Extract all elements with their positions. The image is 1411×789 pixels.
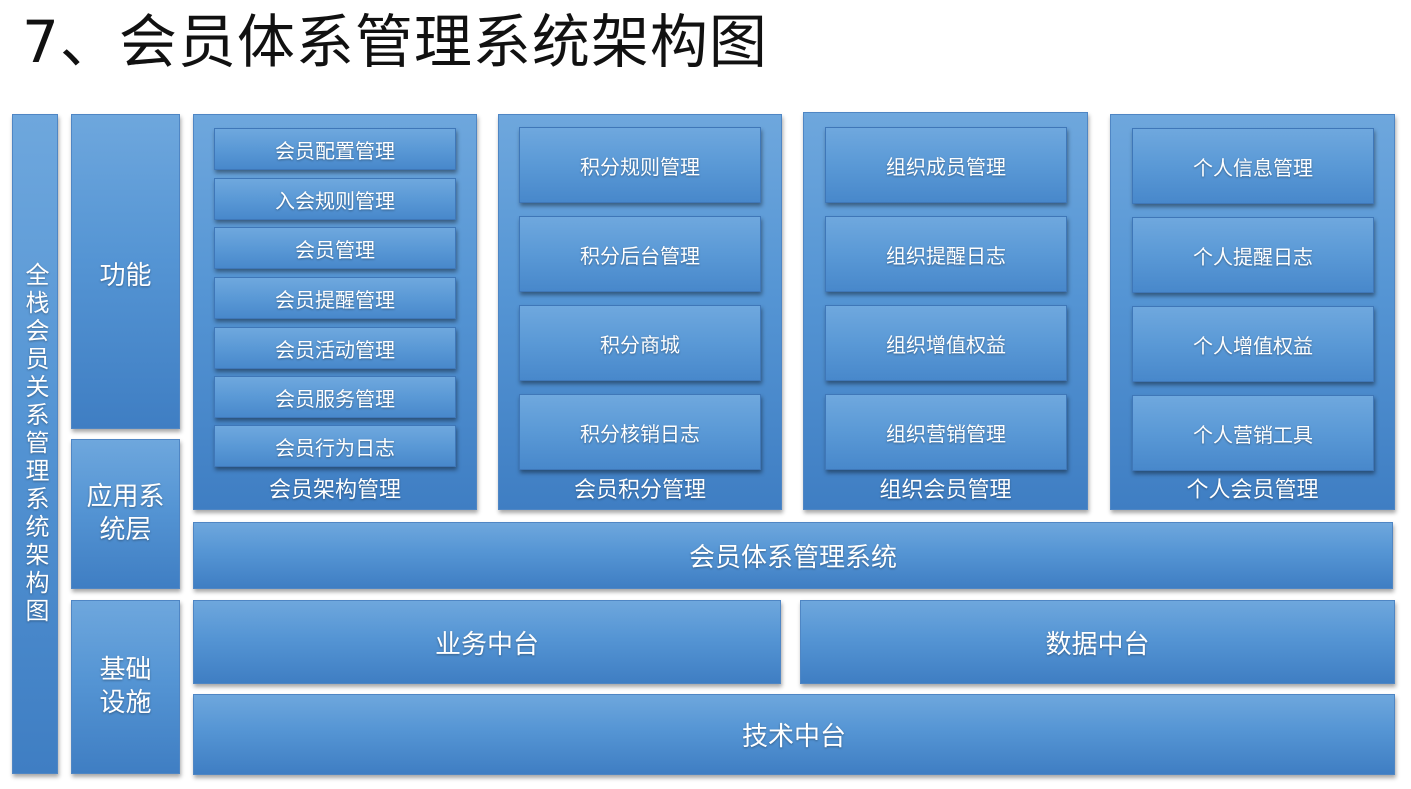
member-system-label: 会员体系管理系统 <box>688 543 897 573</box>
module-panel-member-architecture: 会员配置管理 入会规则管理 会员管理 会员提醒管理 会员活动管理 会员服务管理 … <box>193 114 477 510</box>
module-item: 入会规则管理 <box>214 178 456 220</box>
business-platform-label: 业务中台 <box>434 629 539 660</box>
layer-application-block: 应用系 统层 <box>71 439 180 589</box>
module-item: 会员配置管理 <box>214 128 456 170</box>
member-system-block: 会员体系管理系统 <box>193 522 1393 589</box>
module-panel-title: 会员架构管理 <box>268 478 401 503</box>
module-panel-title: 组织会员管理 <box>879 478 1012 503</box>
module-item: 会员提醒管理 <box>214 277 456 319</box>
tech-platform-label: 技术中台 <box>741 722 846 752</box>
module-item: 积分规则管理 <box>519 127 761 203</box>
layer-infrastructure-block: 基础 设施 <box>71 600 180 774</box>
layer-function-block: 功能 <box>71 114 180 429</box>
page-title: 7、会员体系管理系统架构图 <box>22 8 768 76</box>
module-item: 个人营销工具 <box>1132 395 1374 471</box>
module-item: 积分商城 <box>519 305 761 381</box>
module-item: 积分核销日志 <box>519 394 761 470</box>
data-platform-block: 数据中台 <box>800 600 1395 684</box>
module-item: 个人提醒日志 <box>1132 217 1374 293</box>
module-item: 会员行为日志 <box>214 425 456 467</box>
module-item: 组织增值权益 <box>825 305 1067 381</box>
module-item: 会员活动管理 <box>214 327 456 369</box>
module-item: 组织成员管理 <box>825 127 1067 203</box>
module-item: 会员管理 <box>214 227 456 269</box>
module-item: 会员服务管理 <box>214 376 456 418</box>
tech-platform-block: 技术中台 <box>193 694 1395 775</box>
module-panel-title: 会员积分管理 <box>573 478 706 503</box>
module-panel-organization-members: 组织成员管理 组织提醒日志 组织增值权益 组织营销管理 组织会员管理 <box>803 112 1088 510</box>
module-item: 组织营销管理 <box>825 394 1067 470</box>
side-label-block: 全栈会员关系管理系统架构图 <box>12 114 58 774</box>
module-item: 组织提醒日志 <box>825 216 1067 292</box>
module-item: 个人增值权益 <box>1132 306 1374 382</box>
module-panel-member-points: 积分规则管理 积分后台管理 积分商城 积分核销日志 会员积分管理 <box>498 114 782 510</box>
layer-application-label: 应用系 统层 <box>86 482 165 545</box>
module-panel-title: 个人会员管理 <box>1186 478 1319 503</box>
module-item: 积分后台管理 <box>519 216 761 292</box>
layer-function-label: 功能 <box>99 261 152 291</box>
module-panel-individual-members: 个人信息管理 个人提醒日志 个人增值权益 个人营销工具 个人会员管理 <box>1110 114 1395 510</box>
data-platform-label: 数据中台 <box>1045 629 1150 660</box>
business-platform-block: 业务中台 <box>193 600 781 684</box>
layer-infrastructure-label: 基础 设施 <box>99 655 152 718</box>
side-label: 全栈会员关系管理系统架构图 <box>21 262 49 626</box>
module-item: 个人信息管理 <box>1132 128 1374 204</box>
